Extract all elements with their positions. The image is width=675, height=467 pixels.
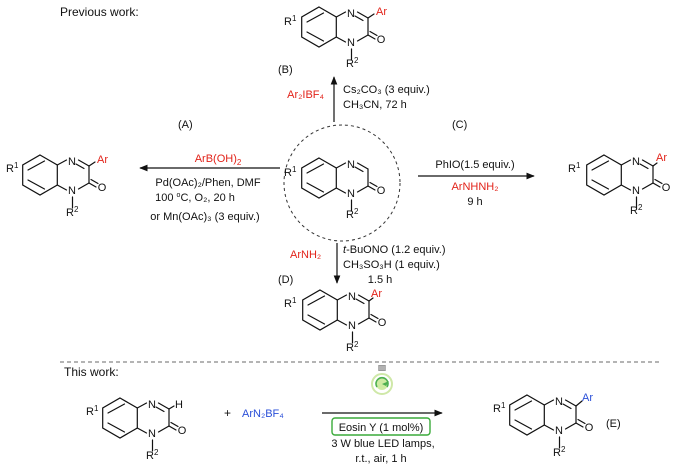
center-O: O bbox=[377, 185, 386, 197]
A-R2: R2 bbox=[66, 205, 79, 219]
route-C-tag: (C) bbox=[452, 119, 467, 131]
E-sm-H: H bbox=[175, 399, 183, 411]
B-O: O bbox=[377, 34, 386, 46]
eosin-y-box bbox=[331, 417, 431, 436]
A-Ar: Ar bbox=[97, 154, 108, 166]
route-D-reagent: ArNH₂ bbox=[290, 249, 321, 261]
B-Ar: Ar bbox=[376, 6, 387, 18]
route-E-line2: r.t., air, 1 h bbox=[355, 453, 406, 465]
D-N4: N bbox=[348, 320, 356, 332]
route-A-line2: 100 oC, O₂, 20 h bbox=[155, 192, 235, 204]
route-D-line2: CH₃SO₃H (1 equiv.) bbox=[343, 259, 440, 271]
center-N4: N bbox=[347, 188, 355, 200]
route-C-line2: 9 h bbox=[467, 196, 482, 208]
center-substrate: N N O R1 R2 bbox=[283, 124, 401, 242]
center-N1: N bbox=[347, 159, 355, 171]
previous-work-heading: Previous work: bbox=[60, 5, 139, 19]
C-N4: N bbox=[632, 185, 640, 197]
E-R1: R1 bbox=[493, 401, 506, 415]
route-C-reagent: ArNHNH₂ bbox=[451, 181, 498, 193]
C-Ar: Ar bbox=[656, 152, 667, 164]
route-D-line3: 1.5 h bbox=[368, 274, 392, 286]
B-R1: R1 bbox=[284, 14, 297, 28]
lightbulb-icon bbox=[371, 365, 393, 395]
A-R1: R1 bbox=[6, 161, 19, 175]
A-N4: N bbox=[68, 185, 76, 197]
C-R2: R2 bbox=[630, 203, 643, 217]
route-E-plus: + bbox=[224, 406, 231, 420]
route-E-reagent: ArN₂BF₄ bbox=[242, 408, 284, 420]
E-sm-N4: N bbox=[148, 428, 156, 440]
center-R2: R2 bbox=[346, 207, 359, 221]
C-O: O bbox=[662, 182, 671, 194]
this-work-heading: This work: bbox=[64, 365, 119, 379]
route-A-line1: Pd(OAc)₂/Phen, DMF bbox=[155, 177, 260, 189]
E-N1: N bbox=[555, 396, 563, 408]
route-B-line2: CH₃CN, 72 h bbox=[343, 99, 407, 111]
E-N4: N bbox=[555, 425, 563, 437]
E-sm-R1: R1 bbox=[86, 404, 99, 418]
A-N1: N bbox=[68, 156, 76, 168]
B-N4: N bbox=[347, 37, 355, 49]
E-Ar: Ar bbox=[582, 392, 593, 404]
E-sm-O: O bbox=[178, 425, 187, 437]
product-B: N N O Ar R1 R2 bbox=[284, 6, 387, 70]
D-O: O bbox=[378, 317, 387, 329]
D-R2: R2 bbox=[346, 340, 359, 354]
route-A-tag: (A) bbox=[178, 119, 193, 131]
product-D: N N O Ar R1 R2 bbox=[284, 288, 387, 354]
center-R1: R1 bbox=[284, 165, 297, 179]
route-D-tag: (D) bbox=[278, 274, 293, 286]
D-Ar: Ar bbox=[371, 288, 382, 300]
substrate-dashed-circle bbox=[283, 124, 401, 242]
E-sm-R2: R2 bbox=[146, 448, 159, 462]
B-R2: R2 bbox=[346, 56, 359, 70]
product-E: N N O Ar R1 R2 bbox=[493, 392, 594, 459]
route-D-line1: t-BuONO (1.2 equiv.) bbox=[343, 244, 446, 256]
B-N1: N bbox=[347, 8, 355, 20]
C-R1: R1 bbox=[568, 161, 581, 175]
product-A: N N O Ar R1 R2 bbox=[6, 154, 108, 219]
route-B-tag: (B) bbox=[278, 64, 293, 76]
route-E-catalyst: Eosin Y (1 mol%) bbox=[339, 422, 424, 434]
product-C: N N O Ar R1 R2 bbox=[568, 152, 671, 217]
D-N1: N bbox=[348, 291, 356, 303]
A-O: O bbox=[98, 182, 107, 194]
route-E-tag: (E) bbox=[606, 418, 621, 430]
starting-material-E: N N O H R1 R2 bbox=[86, 397, 187, 462]
C-N1: N bbox=[632, 156, 640, 168]
route-A-reagent: ArB(OH)2 bbox=[195, 153, 242, 167]
route-C-line1: PhIO(1.5 equiv.) bbox=[435, 159, 514, 171]
route-A-line3: or Mn(OAc)₃ (3 equiv.) bbox=[150, 211, 259, 223]
E-R2: R2 bbox=[553, 445, 566, 459]
D-R1: R1 bbox=[284, 296, 297, 310]
route-B-line1: Cs₂CO₃ (3 equiv.) bbox=[343, 84, 430, 96]
route-B-reagent: Ar₂IBF₄ bbox=[287, 89, 324, 101]
E-sm-N1: N bbox=[148, 399, 156, 411]
route-E-line1: 3 W blue LED lamps, bbox=[331, 438, 434, 450]
E-O: O bbox=[585, 422, 594, 434]
